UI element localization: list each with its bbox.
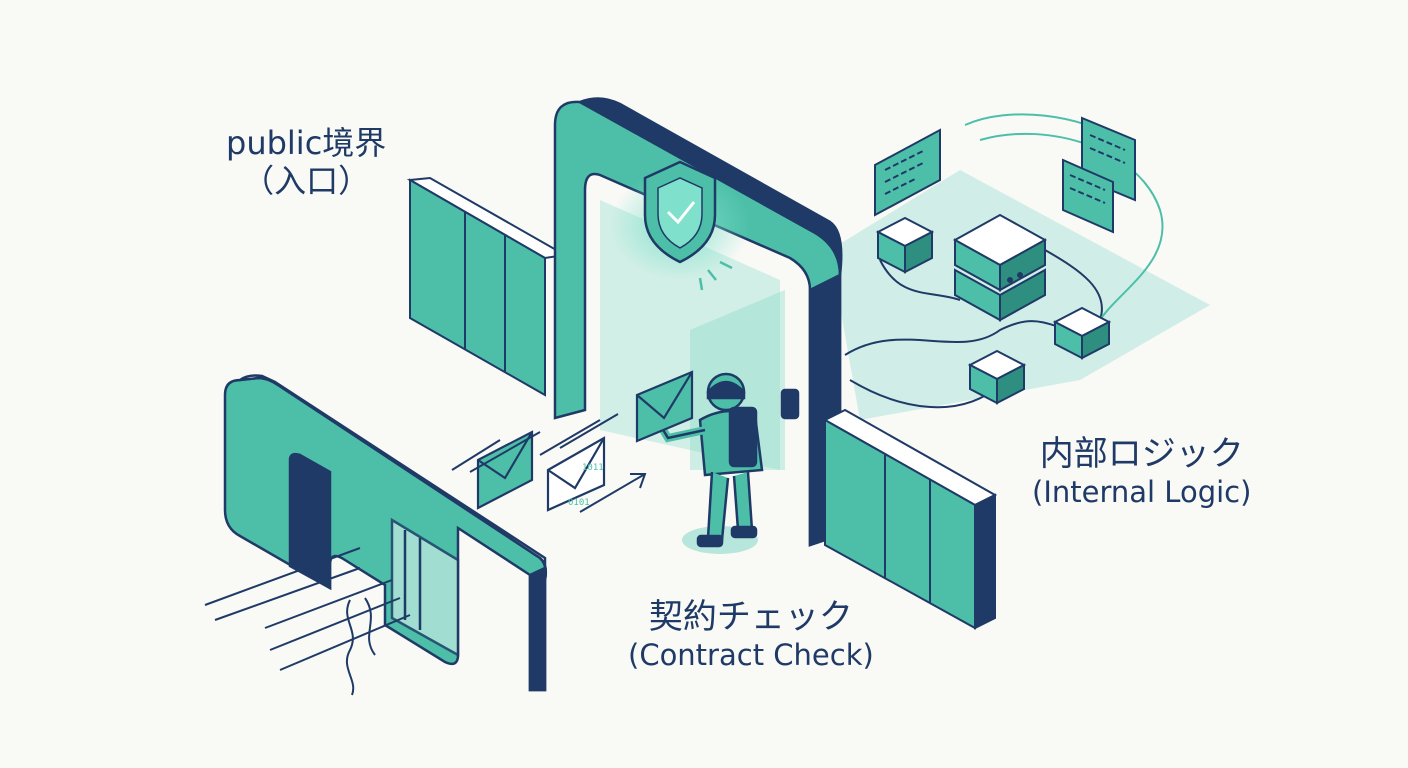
label-internal-logic: 内部ロジック (Internal Logic) xyxy=(1032,434,1251,510)
svg-text:1011: 1011 xyxy=(582,463,604,473)
server-icon xyxy=(952,213,1048,322)
entrance-wall xyxy=(223,374,548,692)
envelope-icon xyxy=(476,430,534,510)
label-public-boundary-sub: （入口） xyxy=(242,162,371,201)
motion-arrows xyxy=(451,413,647,513)
envelope-icon: 0101 1011 xyxy=(546,436,606,512)
small-cube xyxy=(875,216,935,274)
back-wall-right xyxy=(822,408,998,630)
label-public-boundary-jp: public境界 xyxy=(226,124,387,162)
label-internal-logic-en: (Internal Logic) xyxy=(1032,474,1252,509)
envelope-icon xyxy=(635,370,694,443)
keypad-icon xyxy=(780,388,800,420)
small-cube xyxy=(1052,306,1112,360)
document-icon xyxy=(874,128,941,217)
worker-icon xyxy=(658,372,764,548)
label-contract-check-en: (Contract Check) xyxy=(628,637,874,672)
svg-text:0101: 0101 xyxy=(568,498,590,508)
label-contract-check-jp: 契約チェック xyxy=(648,597,853,637)
label-contract-check: 契約チェック (Contract Check) xyxy=(628,597,874,673)
label-public-boundary: public境界 （入口） xyxy=(226,124,386,201)
incoming-wires xyxy=(204,547,411,696)
document-icon xyxy=(1062,116,1136,234)
shield-check-icon xyxy=(643,160,733,291)
svg-text:7: 7 xyxy=(786,398,795,414)
small-cube xyxy=(967,349,1027,405)
label-internal-logic-jp: 内部ロジック xyxy=(1039,434,1244,474)
back-wall-left xyxy=(406,176,569,397)
